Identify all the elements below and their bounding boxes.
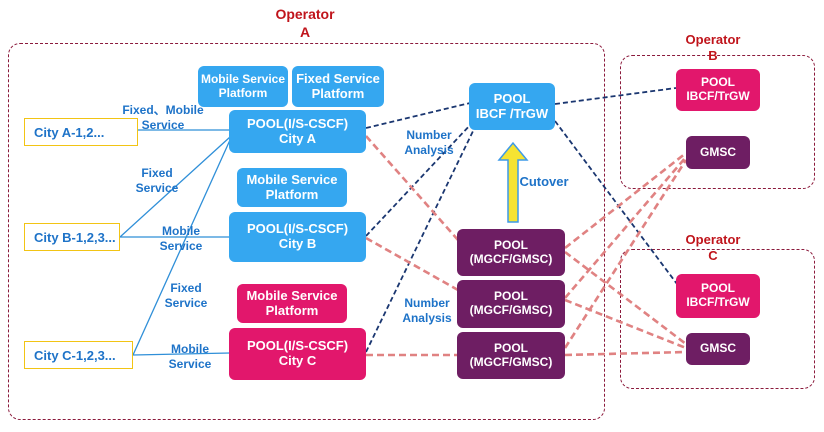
link-ibcf-opc [554, 120, 681, 289]
operator-b-ibcf: POOL IBCF/TrGW [676, 69, 760, 111]
cscf-pool-c: POOL(I/S-CSCF) City C [229, 328, 366, 380]
service-label-fixed-mobile: Fixed、Mobile Service [122, 103, 204, 132]
cutover-label: Cutover [519, 174, 569, 189]
link-mgcf3-gmscb [563, 159, 688, 349]
city-b-box: City B-1,2,3... [24, 223, 120, 251]
number-analysis-label-1: Number Analysis [404, 128, 454, 157]
link-cscfb-mgcf2 [365, 236, 459, 292]
city-a-box: City A-1,2... [24, 118, 138, 146]
operator-a-label: Operator A [275, 6, 335, 40]
operator-c-label: Operator C [685, 232, 741, 264]
operator-c-ibcf: POOL IBCF/TrGW [676, 274, 760, 318]
link-mgcf1-gmscb [564, 151, 687, 250]
cscf-pool-a: POOL(I/S-CSCF) City A [229, 110, 366, 153]
link-mgcf3-gmscc [564, 350, 687, 357]
cscf-pool-b: POOL(I/S-CSCF) City B [229, 212, 366, 262]
link-mgcf1-gmscc [564, 250, 687, 346]
operator-c-region [620, 249, 815, 389]
city-c-box: City C-1,2,3... [24, 341, 133, 369]
service-label-mobile-2: Mobile Service [168, 342, 212, 371]
fixed-platform-a: Fixed Service Platform [292, 66, 384, 107]
operator-b-region [620, 55, 815, 189]
link-cityc-cscfc [132, 352, 231, 356]
mgcf-pool-3: POOL (MGCF/GMSC) [457, 332, 565, 379]
mgcf-pool-2: POOL (MGCF/GMSC) [457, 280, 565, 328]
link-cityb-cscfa [119, 136, 231, 238]
ibcf-pool-a: POOL IBCF /TrGW [469, 83, 555, 130]
mgcf-pool-1: POOL (MGCF/GMSC) [457, 229, 565, 276]
link-cscfb-ibcf [365, 122, 473, 237]
link-cscfa-mgcf1 [365, 135, 459, 241]
operator-a-region [8, 43, 605, 420]
link-ibcf-opb [554, 87, 677, 105]
service-label-fixed-2: Fixed Service [164, 281, 208, 310]
link-mgcf2-gmscc [564, 298, 687, 350]
operator-c-gmsc: GMSC [686, 333, 750, 365]
mobile-platform-b: Mobile Service Platform [237, 168, 347, 207]
link-mgcf2-gmscb [564, 156, 687, 299]
link-cscfa-ibcf [365, 102, 471, 129]
service-label-fixed-1: Fixed Service [135, 166, 179, 195]
service-label-mobile-1: Mobile Service [159, 224, 203, 253]
number-analysis-label-2: Number Analysis [402, 296, 452, 325]
operator-b-gmsc: GMSC [686, 136, 750, 169]
link-cscfc-ibcf [365, 126, 476, 353]
link-cityc-cscfa [132, 139, 231, 356]
cutover-arrow [497, 141, 529, 223]
operator-b-label: Operator B [685, 32, 741, 64]
mobile-platform-a: Mobile Service Platform [198, 66, 288, 107]
mobile-platform-c: Mobile Service Platform [237, 284, 347, 323]
